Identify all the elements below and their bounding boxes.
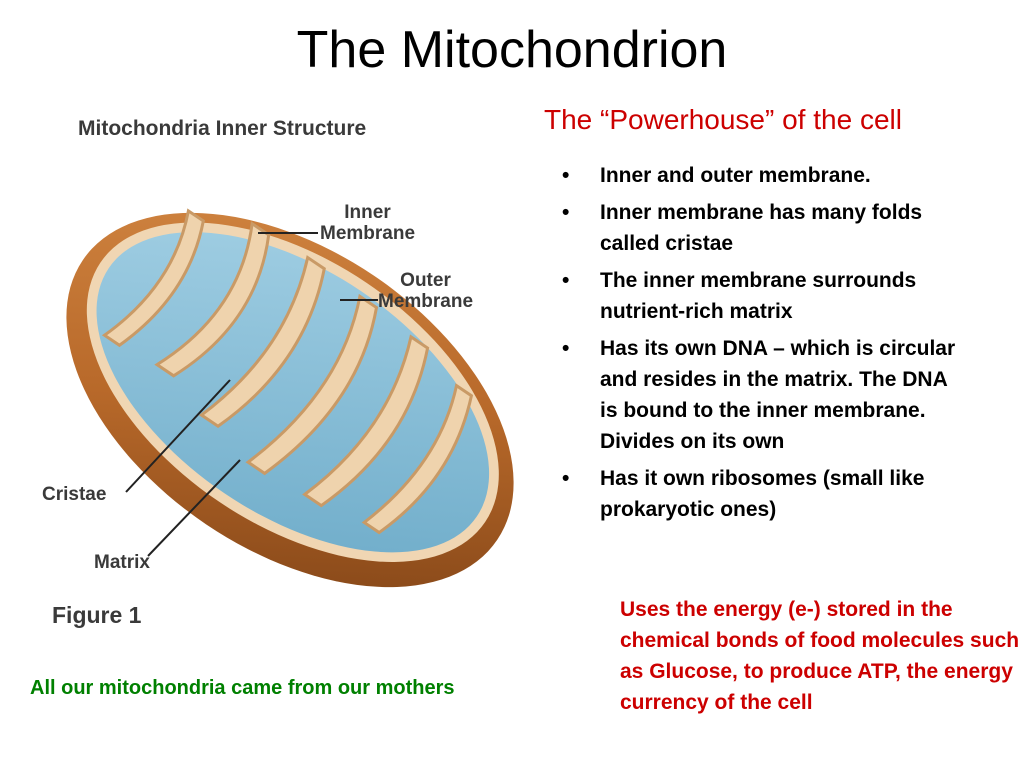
outer-membrane-label-line: Membrane xyxy=(378,291,474,312)
outer-membrane-label: Outer Membrane xyxy=(378,270,473,312)
mitochondrion-illustration xyxy=(66,208,514,588)
matrix-leader xyxy=(147,459,241,557)
slide-subtitle: The “Powerhouse” of the cell xyxy=(544,104,902,135)
inner-membrane-label-line: Membrane xyxy=(320,223,416,244)
bullet-item: Has it own ribosomes (small like prokary… xyxy=(560,463,970,525)
bullet-item: Inner and outer membrane. xyxy=(560,160,970,191)
cristae-label: Cristae xyxy=(42,484,107,505)
outer-membrane-label-line: Outer xyxy=(400,270,451,291)
bullet-item: The inner membrane surrounds nutrient-ri… xyxy=(560,265,970,327)
bullet-item: Has its own DNA – which is circular and … xyxy=(560,333,970,457)
figure-heading: Mitochondria Inner Structure xyxy=(78,117,367,140)
figure-caption: Figure 1 xyxy=(52,602,142,628)
crista-fold xyxy=(198,255,326,429)
mothers-footnote: All our mitochondria came from our mothe… xyxy=(30,677,455,699)
crista-fold xyxy=(245,293,379,476)
energy-note: Uses the energy (e-) stored in the chemi… xyxy=(620,598,1020,714)
crista-fold xyxy=(101,208,205,348)
bullet-item: Inner membrane has many folds called cri… xyxy=(560,197,970,259)
inner-membrane-label-line: Inner xyxy=(344,202,391,223)
crista-fold xyxy=(154,221,271,378)
matrix-area xyxy=(96,232,490,553)
matrix-label: Matrix xyxy=(94,552,150,573)
crista-fold xyxy=(302,334,430,508)
inner-membrane-label: Inner Membrane xyxy=(320,202,415,244)
crista-fold xyxy=(361,383,474,535)
slide-title: The Mitochondrion xyxy=(296,21,728,79)
mitochondrion-figure: Mitochondria Inner Structure Inner Membr… xyxy=(30,100,540,660)
bullet-list: Inner and outer membrane. Inner membrane… xyxy=(560,160,970,531)
cristae-leader xyxy=(125,379,231,493)
